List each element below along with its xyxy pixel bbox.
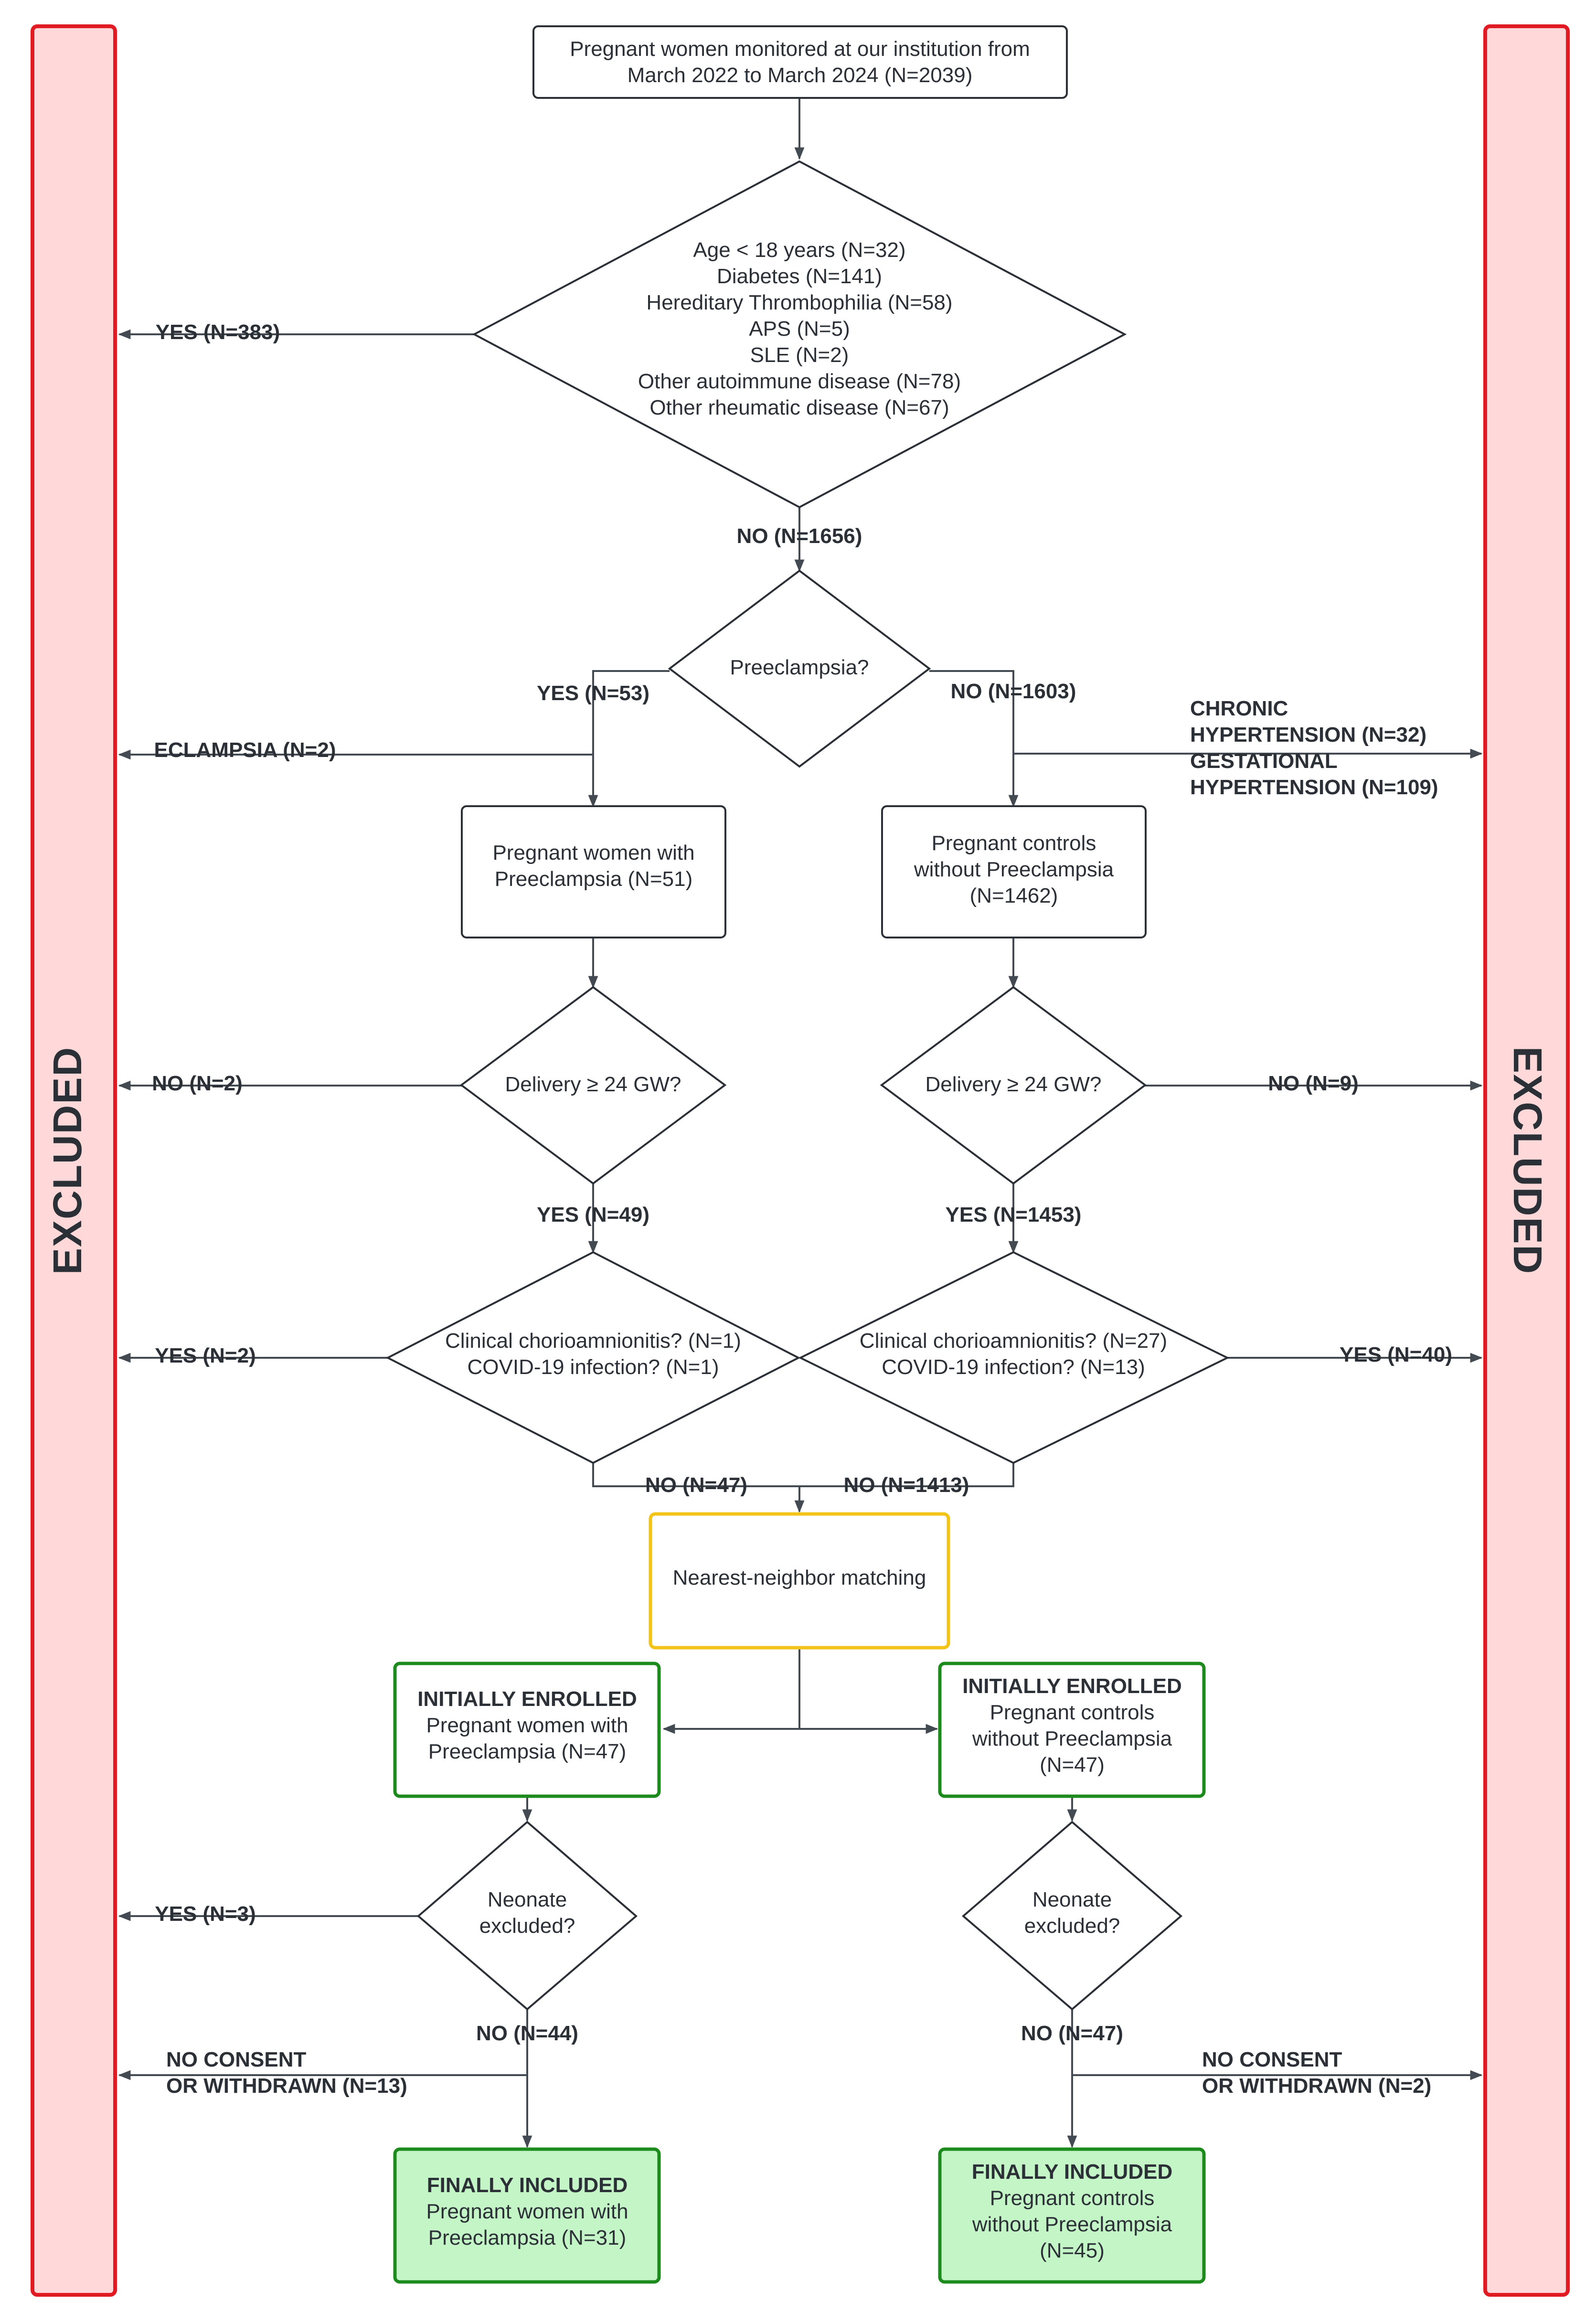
criteria-line-6: Other autoimmune disease (N=78) (638, 370, 961, 393)
hypertension-line-4: HYPERTENSION (N=109) (1190, 776, 1438, 799)
connector-chorio-left-no (592, 1463, 799, 1487)
ctrl-group-line-1: Pregnant controls (932, 831, 1096, 855)
neonate-right-diamond (961, 1821, 1183, 2011)
enrolled-left-title: INITIALLY ENROLLED (417, 1687, 637, 1711)
delivery-right-diamond (880, 986, 1147, 1185)
connector-chorio-right-no (799, 1463, 1014, 1487)
chorio-right-no-label: NO (N=1413) (844, 1473, 969, 1497)
delivery-right-no-label: NO (N=9) (1268, 1072, 1358, 1095)
excluded-label-right: EXCLUDED (1505, 1046, 1550, 1275)
chorio-left-line-1: Clinical chorioamnionitis? (N=1) (445, 1329, 741, 1353)
chorio-left-yes-label: YES (N=2) (155, 1344, 256, 1367)
pe-group-line-2: Preeclampsia (N=51) (495, 867, 693, 891)
neonate-right-consent-line-1: NO CONSENT (1202, 2048, 1342, 2071)
delivery-left-yes-label: YES (N=49) (537, 1203, 649, 1226)
criteria-diamond (472, 160, 1127, 509)
delivery-right-question: Delivery ≥ 24 GW? (926, 1073, 1102, 1096)
neonate-right-line-2: excluded? (1024, 1914, 1120, 1938)
preeclampsia-yes-label: YES (N=53) (537, 682, 649, 705)
enrolled-left-line-1: Pregnant women with (426, 1714, 628, 1737)
ctrl-group-line-3: (N=1462) (970, 884, 1058, 907)
criteria-no-label: NO (N=1656) (737, 524, 862, 548)
chorio-right-yes-label: YES (N=40) (1340, 1343, 1452, 1366)
neonate-right-consent-line-2: OR WITHDRAWN (N=2) (1202, 2074, 1431, 2098)
chorio-right-line-1: Clinical chorioamnionitis? (N=27) (860, 1329, 1167, 1353)
matching-label: Nearest-neighbor matching (673, 1566, 926, 1589)
pe-group-line-1: Pregnant women with (492, 841, 694, 864)
final-left-line-2: Preeclampsia (N=31) (428, 2226, 627, 2249)
neonate-left-line-1: Neonate (488, 1888, 567, 1911)
final-left-line-1: Pregnant women with (426, 2200, 628, 2223)
criteria-line-4: APS (N=5) (749, 317, 850, 341)
delivery-left-question: Delivery ≥ 24 GW? (505, 1073, 681, 1096)
criteria-line-1: Age < 18 years (N=32) (693, 238, 905, 262)
pe-group-box (461, 805, 726, 938)
eclampsia-label: ECLAMPSIA (N=2) (154, 738, 336, 762)
excluded-bar-left (31, 24, 117, 2297)
connector-pe-yes (588, 670, 670, 808)
neonate-left-no-label: NO (N=44) (476, 2022, 578, 2045)
neonate-left-diamond (416, 1821, 638, 2011)
final-right-title: FINALLY INCLUDED (972, 2160, 1172, 2184)
enrolled-right-title: INITIALLY ENROLLED (962, 1674, 1182, 1698)
chorio-right-diamond (798, 1251, 1230, 1464)
neonate-left-consent-line-2: OR WITHDRAWN (N=13) (166, 2074, 407, 2098)
criteria-yes-label: YES (N=383) (156, 320, 280, 344)
criteria-line-3: Hereditary Thrombophilia (N=58) (646, 291, 952, 314)
chorio-right-line-2: COVID-19 infection? (N=13) (882, 1355, 1145, 1379)
matching-box (649, 1512, 950, 1650)
neonate-left-consent-line-1: NO CONSENT (166, 2048, 306, 2071)
enrolled-right-line-1: Pregnant controls (990, 1701, 1155, 1724)
ctrl-group-line-2: without Preeclampsia (914, 858, 1114, 881)
start-line-1: Pregnant women monitored at our institut… (570, 37, 1030, 61)
connector-consent-right (1071, 2063, 1483, 2080)
connector-matching-split (664, 1648, 800, 1730)
delivery-right-yes-label: YES (N=1453) (946, 1203, 1082, 1226)
chorio-left-line-2: COVID-19 infection? (N=1) (468, 1355, 719, 1379)
preeclampsia-diamond (668, 569, 931, 768)
neonate-left-yes-label: YES (N=3) (155, 1902, 256, 1926)
excluded-label-left: EXCLUDED (45, 1046, 90, 1275)
criteria-line-5: SLE (N=2) (750, 343, 849, 367)
excluded-bar-right (1483, 24, 1570, 2297)
preeclampsia-question: Preeclampsia? (730, 656, 869, 679)
preeclampsia-no-label: NO (N=1603) (951, 680, 1076, 703)
delivery-left-no-label: NO (N=2) (152, 1072, 242, 1095)
enrolled-left-line-2: Preeclampsia (N=47) (428, 1740, 627, 1763)
enrolled-right-box (938, 1662, 1206, 1798)
neonate-left-line-2: excluded? (479, 1914, 575, 1938)
enrolled-left-box (393, 1662, 661, 1798)
final-right-line-3: (N=45) (1040, 2239, 1105, 2262)
criteria-line-2: Diabetes (N=141) (717, 265, 882, 288)
enrolled-right-line-3: (N=47) (1040, 1753, 1105, 1777)
ctrl-group-box (881, 805, 1147, 938)
start-box (532, 25, 1068, 99)
neonate-right-line-1: Neonate (1032, 1888, 1112, 1911)
criteria-line-7: Other rheumatic disease (N=67) (649, 396, 949, 419)
hypertension-line-3: GESTATIONAL (1190, 749, 1338, 773)
hypertension-line-1: CHRONIC (1190, 697, 1288, 720)
hypertension-line-2: HYPERTENSION (N=32) (1190, 723, 1426, 746)
connector-pe-no (929, 670, 1019, 808)
delivery-left-diamond (459, 986, 727, 1185)
final-right-line-1: Pregnant controls (990, 2186, 1155, 2210)
final-left-box (393, 2147, 661, 2284)
final-right-box (938, 2147, 1206, 2284)
final-right-line-2: without Preeclampsia (972, 2213, 1172, 2236)
connectors (118, 98, 1483, 2148)
neonate-right-no-label: NO (N=47) (1021, 2022, 1123, 2045)
chorio-left-no-label: NO (N=47) (645, 1473, 747, 1497)
final-left-title: FINALLY INCLUDED (427, 2174, 628, 2197)
chorio-left-diamond (385, 1251, 801, 1464)
connector-consent-left (118, 2063, 528, 2080)
start-line-2: March 2022 to March 2024 (N=2039) (628, 64, 973, 87)
enrolled-right-line-2: without Preeclampsia (972, 1727, 1172, 1750)
